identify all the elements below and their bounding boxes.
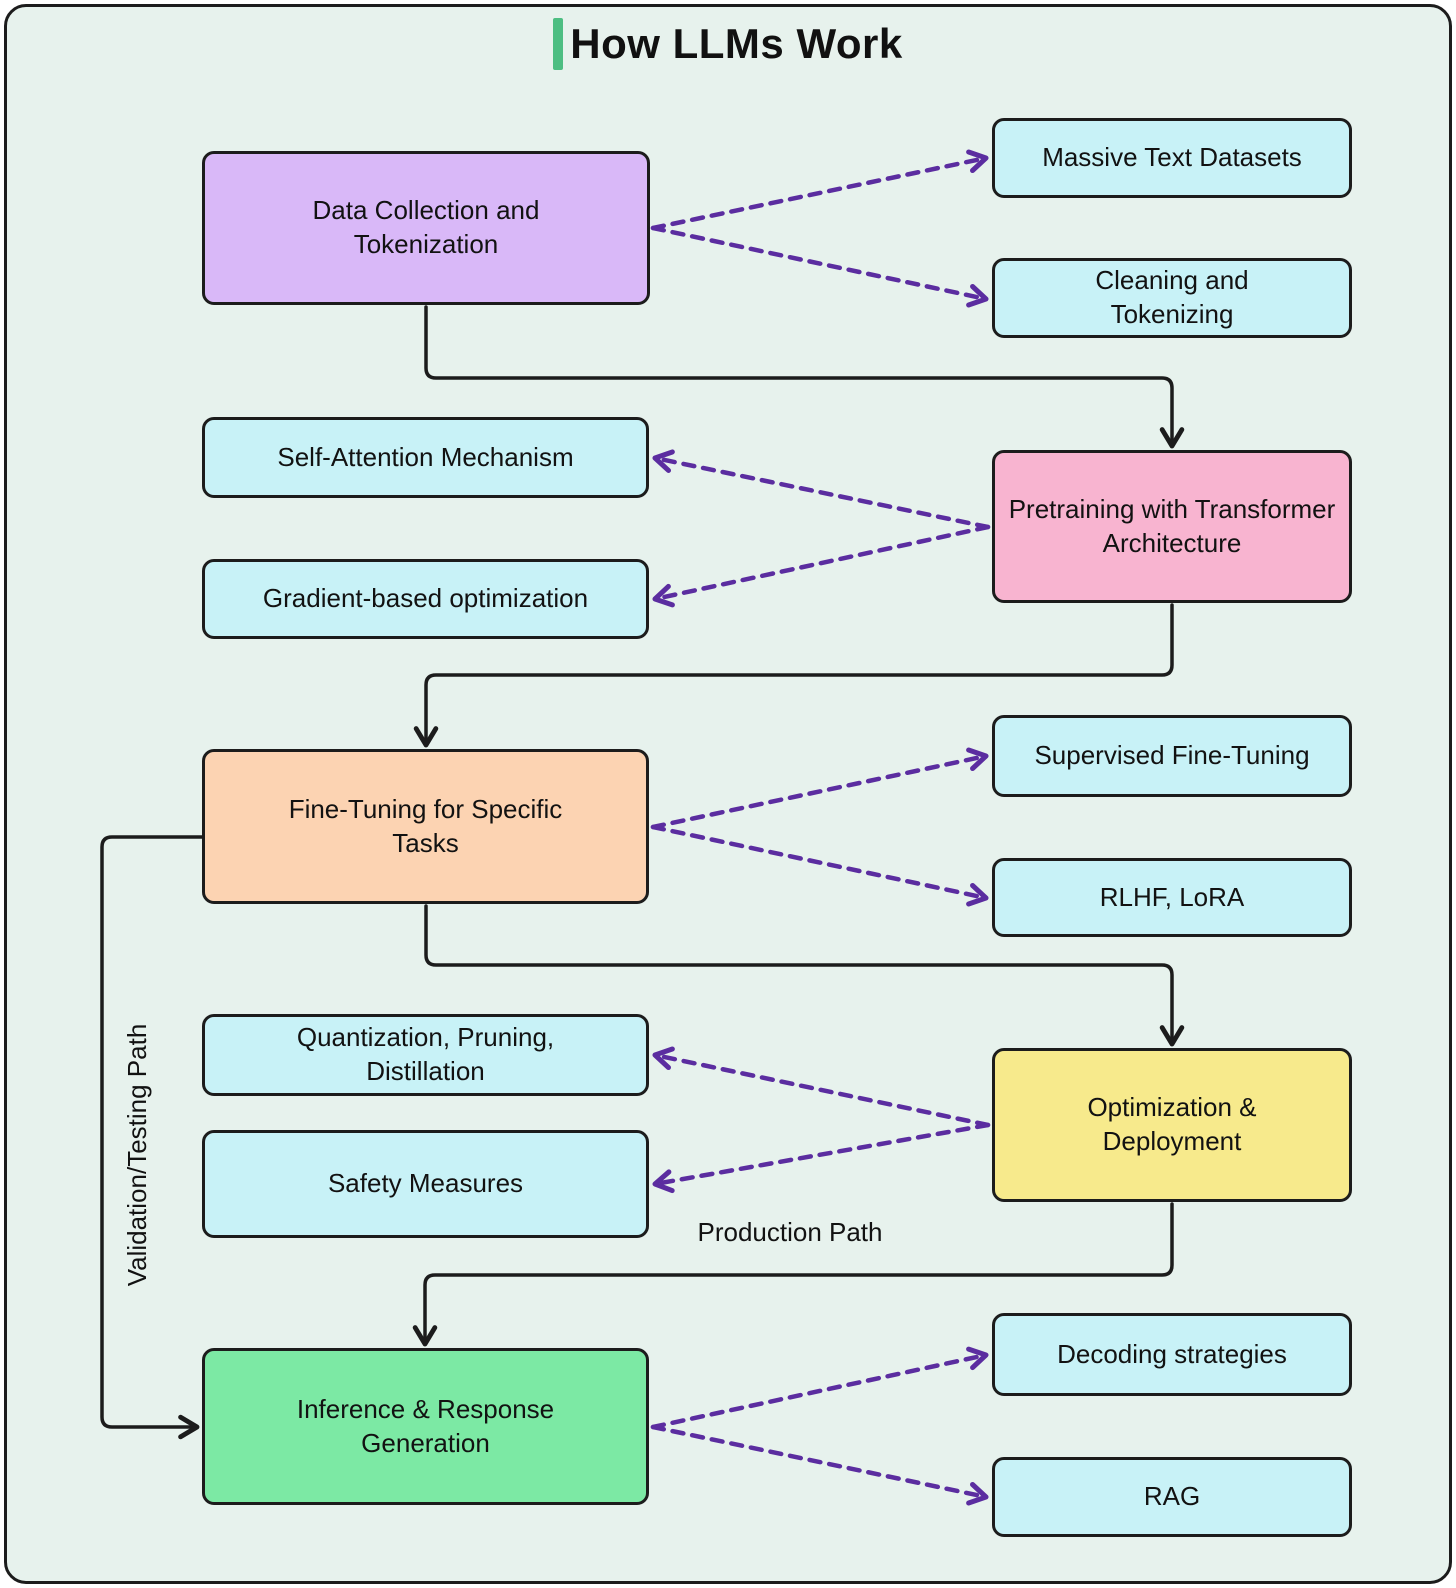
edge-data-to-pretraining [424,305,1185,449]
diagram-title: How LLMs Work [0,18,1456,70]
title-accent-bar [553,18,564,70]
node-cleaning-tokenizing: Cleaning and Tokenizing [992,258,1352,338]
node-optimization-deployment-label: Optimization & Deployment [1087,1092,1257,1156]
edge-pretraining-to-gradient [652,524,991,608]
node-pretraining-label: Pretraining with Transformer Architectur… [1008,493,1336,558]
edge-finetuning-to-optimization [424,904,1185,1047]
node-supervised-fine-tuning-label: Supervised Fine-Tuning [1034,740,1310,771]
node-rlhf-lora-label: RLHF, LoRA [1099,881,1245,912]
edge-inference-to-decoding [650,1346,989,1430]
node-decoding-strategies: Decoding strategies [992,1313,1352,1396]
edge-optimization-to-safety [652,1122,991,1194]
node-data-collection: Data Collection and Tokenization [202,151,650,305]
production-path-label: Production Path [697,1216,883,1247]
edge-optimization-to-inference-production-path [412,1202,1174,1347]
node-rlhf-lora: RLHF, LoRA [992,858,1352,937]
node-self-attention-label: Self-Attention Mechanism [277,441,574,472]
node-quantization-pruning-distillation-label: Quantization, Pruning, Distillation [296,1022,555,1086]
edge-data-to-massive-text [650,149,989,231]
node-gradient-optimization-label: Gradient-based optimization [262,583,589,614]
edge-pretraining-to-self-attention [652,449,991,530]
edge-inference-to-rag [650,1424,989,1506]
node-pretraining: Pretraining with Transformer Architectur… [992,450,1352,603]
node-rag: RAG [992,1457,1352,1537]
validation-testing-path-label: Validation/Testing Path [121,1023,152,1287]
edge-finetuning-to-rlhf [650,824,989,907]
node-quantization-pruning-distillation: Quantization, Pruning, Distillation [202,1014,649,1096]
node-decoding-strategies-label: Decoding strategies [1057,1338,1287,1369]
node-self-attention: Self-Attention Mechanism [202,417,649,498]
node-optimization-deployment: Optimization & Deployment [992,1048,1352,1202]
node-safety-measures: Safety Measures [202,1130,649,1238]
node-supervised-fine-tuning: Supervised Fine-Tuning [992,715,1352,797]
edge-data-to-cleaning [650,225,989,308]
node-cleaning-tokenizing-label: Cleaning and Tokenizing [1095,265,1249,329]
node-inference-response-generation: Inference & Response Generation [202,1348,649,1505]
node-rag-label: RAG [1143,1481,1201,1512]
node-massive-text-datasets: Massive Text Datasets [992,118,1352,198]
node-inference-response-generation-label: Inference & Response Generation [296,1393,555,1458]
node-massive-text-datasets-label: Massive Text Datasets [1042,142,1302,173]
node-safety-measures-label: Safety Measures [327,1168,524,1199]
edge-finetuning-to-supervised [650,747,989,830]
node-data-collection-label: Data Collection and Tokenization [312,195,540,259]
node-fine-tuning: Fine-Tuning for Specific Tasks [202,749,649,904]
edge-optimization-to-quantization [652,1046,991,1128]
edge-pretraining-to-finetuning [413,603,1174,748]
page-title: How LLMs Work [570,20,903,67]
node-gradient-optimization: Gradient-based optimization [202,559,649,639]
edge-finetuning-to-inference-validation-path [100,835,204,1440]
node-fine-tuning-label: Fine-Tuning for Specific Tasks [288,793,563,858]
